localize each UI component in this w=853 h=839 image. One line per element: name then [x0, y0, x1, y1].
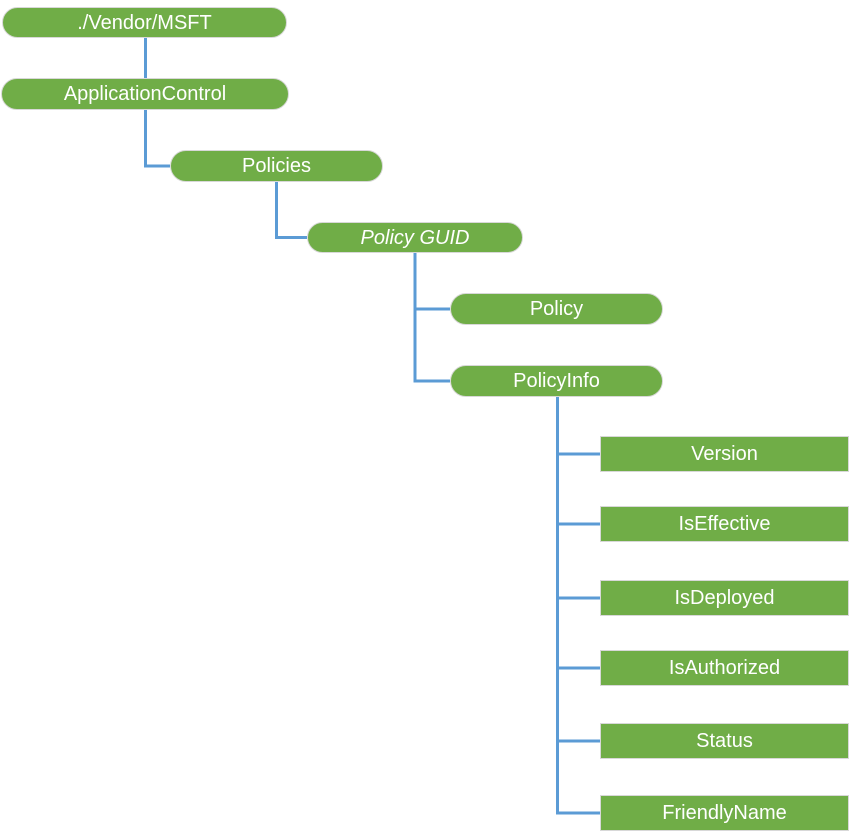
node-version: Version	[600, 436, 849, 472]
node-policy: Policy	[450, 293, 663, 325]
node-isauthorized: IsAuthorized	[600, 650, 849, 686]
node-policies: Policies	[170, 150, 383, 182]
node-policyinfo: PolicyInfo	[450, 365, 663, 397]
node-applicationcontrol: ApplicationControl	[1, 78, 289, 110]
node-isdeployed: IsDeployed	[600, 580, 849, 616]
connector-applicationcontrol-to-policies	[144, 110, 170, 168]
node-friendlyname: FriendlyName	[600, 795, 849, 831]
node-iseffective: IsEffective	[600, 506, 849, 542]
connector-policyguid-trunk-to-policyinfo	[413, 253, 450, 383]
connector-policies-to-policyguid	[275, 182, 307, 239]
node-policy-guid: Policy GUID	[307, 222, 523, 253]
node-status: Status	[600, 723, 849, 759]
connector-policyinfo-trunk-to-friendlyname	[556, 397, 600, 815]
node-vendor-msft: ./Vendor/MSFT	[2, 7, 287, 38]
